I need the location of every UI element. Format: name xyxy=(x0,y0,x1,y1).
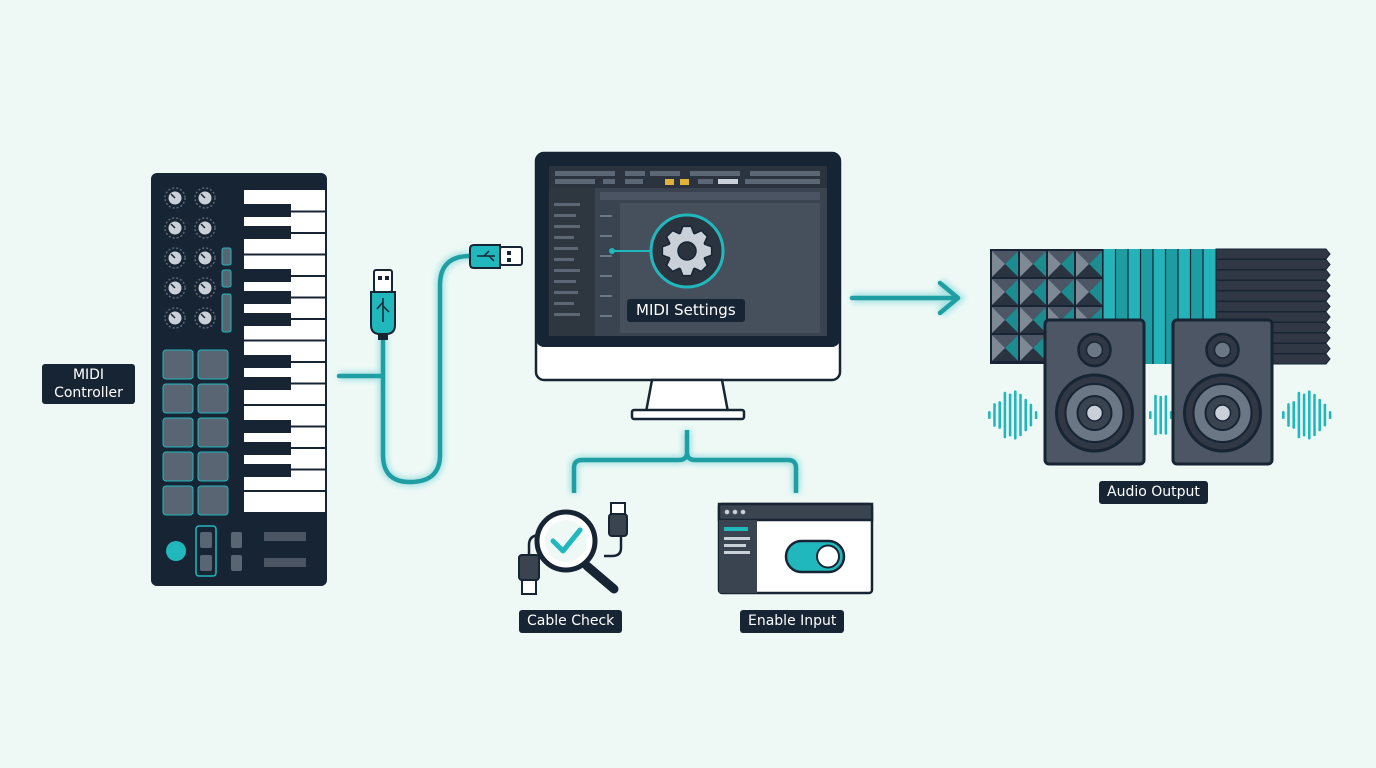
magnifier-check-icon xyxy=(518,502,628,595)
enable-input-label: Enable Input xyxy=(740,610,845,633)
speaker-icon xyxy=(988,248,1332,466)
gear-icon xyxy=(649,213,725,289)
toggle-switch-icon xyxy=(717,502,874,595)
branch-connector xyxy=(569,430,801,493)
midi-keyboard-icon xyxy=(151,173,327,586)
midi-controller-label: MIDI Controller xyxy=(42,364,135,404)
usb-cable-icon xyxy=(336,244,523,487)
arrow-right-icon xyxy=(849,279,966,317)
audio-output-label: Audio Output xyxy=(1099,481,1208,504)
cable-check-label: Cable Check xyxy=(519,610,623,633)
midi-settings-label: MIDI Settings xyxy=(627,299,745,322)
